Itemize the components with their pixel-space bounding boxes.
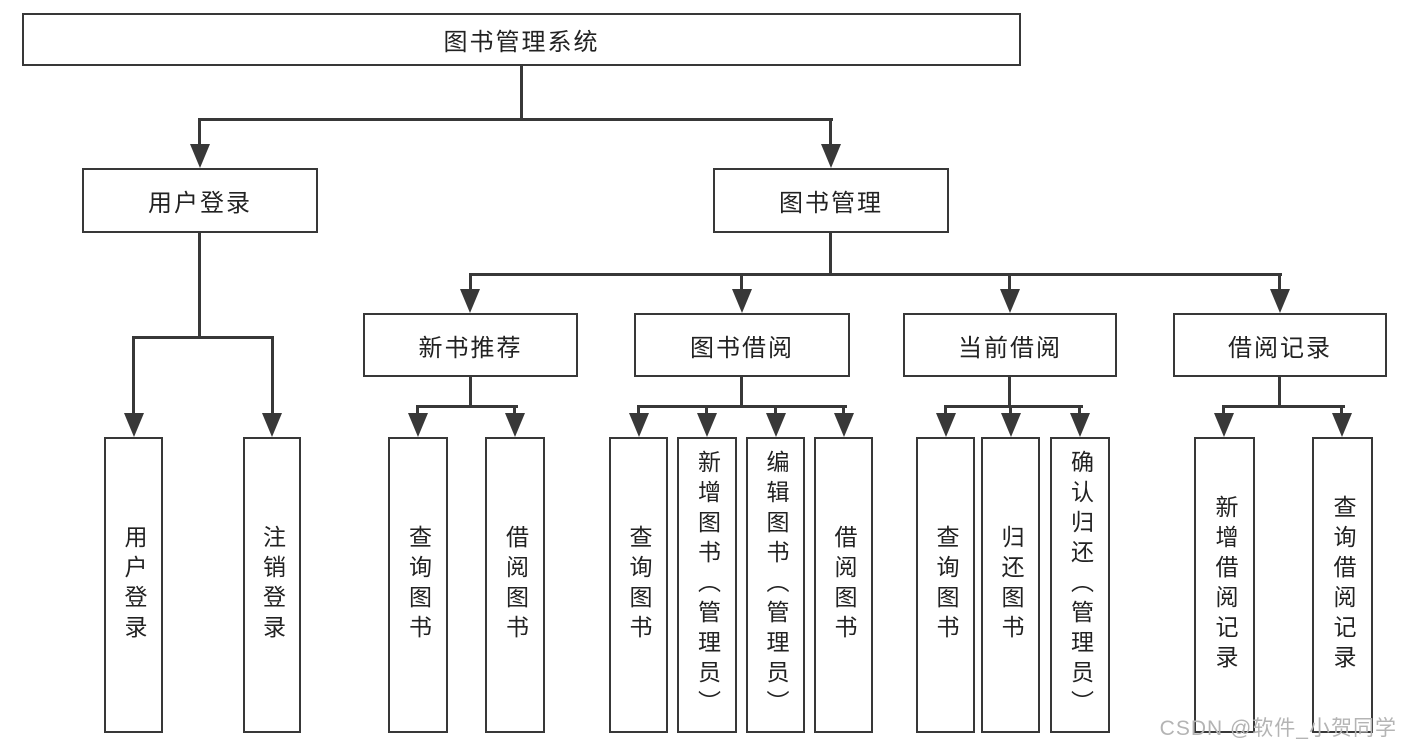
node-label: 用户登录 bbox=[148, 190, 252, 217]
node-book-borrowing: 图书借阅 bbox=[634, 313, 850, 377]
connector-line bbox=[637, 405, 847, 408]
connector-line bbox=[1222, 405, 1225, 417]
arrowhead-down bbox=[766, 413, 786, 437]
connector-line bbox=[1278, 377, 1281, 405]
arrowhead-down bbox=[190, 144, 210, 168]
leaf-edit-books-admin: 编辑图书（管理员） bbox=[746, 437, 805, 733]
node-label: 确认归还（管理员） bbox=[1067, 450, 1094, 720]
connector-line bbox=[513, 405, 516, 417]
connector-line bbox=[1008, 377, 1011, 405]
node-label: 图书管理系统 bbox=[443, 29, 600, 56]
node-new-book-recommend: 新书推荐 bbox=[363, 313, 578, 377]
connector-line bbox=[520, 66, 523, 118]
leaf-user-login: 用户登录 bbox=[104, 437, 163, 733]
connector-line bbox=[829, 118, 832, 148]
node-label: 编辑图书（管理员） bbox=[763, 450, 789, 720]
node-label: 归还图书 bbox=[998, 525, 1024, 645]
node-current-borrowing: 当前借阅 bbox=[903, 313, 1117, 377]
connector-line bbox=[774, 405, 777, 417]
arrowhead-down bbox=[1332, 413, 1352, 437]
leaf-confirm-return-admin: 确认归还（管理员） bbox=[1050, 437, 1110, 733]
arrowhead-down bbox=[936, 413, 956, 437]
connector-line bbox=[198, 118, 201, 148]
connector-line bbox=[829, 233, 832, 273]
node-label: 图书管理 bbox=[779, 190, 883, 217]
leaf-query-borrow-record: 查询借阅记录 bbox=[1312, 437, 1373, 733]
leaf-borrow-books-recommend: 借阅图书 bbox=[485, 437, 545, 733]
leaf-query-books-current: 查询图书 bbox=[916, 437, 975, 733]
connector-line bbox=[637, 405, 640, 417]
node-label: 查询图书 bbox=[405, 525, 432, 645]
leaf-query-books-recommend: 查询图书 bbox=[388, 437, 448, 733]
leaf-logout: 注销登录 bbox=[243, 437, 301, 733]
connector-line bbox=[944, 405, 1083, 408]
connector-line bbox=[1278, 273, 1281, 292]
arrowhead-down bbox=[834, 413, 854, 437]
connector-line bbox=[1009, 405, 1012, 417]
leaf-return-books: 归还图书 bbox=[981, 437, 1040, 733]
leaf-query-books-borrowing: 查询图书 bbox=[609, 437, 668, 733]
node-label: 图书借阅 bbox=[690, 334, 794, 362]
arrowhead-down bbox=[460, 289, 480, 313]
connector-line bbox=[740, 377, 743, 405]
node-label: 当前借阅 bbox=[958, 334, 1062, 362]
node-label: 查询借阅记录 bbox=[1330, 495, 1356, 675]
node-label: 借阅图书 bbox=[831, 525, 857, 645]
connector-line bbox=[469, 273, 1282, 276]
connector-line bbox=[416, 405, 419, 417]
arrowhead-down bbox=[505, 413, 525, 437]
connector-line bbox=[469, 377, 472, 405]
connector-line bbox=[1222, 405, 1345, 408]
connector-line bbox=[842, 405, 845, 417]
connector-line bbox=[198, 233, 201, 336]
node-root-library-system: 图书管理系统 bbox=[22, 13, 1021, 66]
arrowhead-down bbox=[1214, 413, 1234, 437]
arrowhead-down bbox=[1270, 289, 1290, 313]
connector-line bbox=[740, 273, 743, 292]
arrowhead-down bbox=[1000, 289, 1020, 313]
leaf-add-borrow-record: 新增借阅记录 bbox=[1194, 437, 1255, 733]
connector-line bbox=[1078, 405, 1081, 417]
arrowhead-down bbox=[1001, 413, 1021, 437]
arrowhead-down bbox=[732, 289, 752, 313]
node-user-login: 用户登录 bbox=[82, 168, 318, 233]
node-label: 新书推荐 bbox=[418, 334, 523, 362]
node-label: 借阅记录 bbox=[1228, 334, 1332, 362]
leaf-add-books-admin: 新增图书（管理员） bbox=[677, 437, 737, 733]
arrowhead-down bbox=[1070, 413, 1090, 437]
connector-line bbox=[1008, 273, 1011, 292]
connector-line bbox=[198, 118, 833, 121]
node-borrowing-records: 借阅记录 bbox=[1173, 313, 1387, 377]
node-label: 新增图书（管理员） bbox=[694, 450, 721, 720]
arrowhead-down bbox=[262, 413, 282, 437]
arrowhead-down bbox=[697, 413, 717, 437]
node-label: 注销登录 bbox=[259, 525, 286, 645]
node-label: 查询图书 bbox=[626, 525, 652, 645]
connector-line bbox=[416, 405, 518, 408]
connector-line bbox=[705, 405, 708, 417]
arrowhead-down bbox=[408, 413, 428, 437]
connector-line bbox=[132, 336, 274, 339]
node-label: 用户登录 bbox=[121, 525, 147, 645]
node-book-management: 图书管理 bbox=[713, 168, 949, 233]
arrowhead-down bbox=[124, 413, 144, 437]
node-label: 借阅图书 bbox=[502, 525, 529, 645]
csdn-watermark: CSDN @软件_小贺同学 bbox=[1159, 717, 1397, 740]
node-label: 新增借阅记录 bbox=[1212, 495, 1238, 675]
leaf-borrow-books-borrowing: 借阅图书 bbox=[814, 437, 873, 733]
arrowhead-down bbox=[821, 144, 841, 168]
arrowhead-down bbox=[629, 413, 649, 437]
connector-line bbox=[1340, 405, 1343, 417]
connector-line bbox=[944, 405, 947, 417]
node-label: 查询图书 bbox=[933, 525, 959, 645]
connector-line bbox=[469, 273, 472, 292]
connector-line bbox=[132, 336, 135, 417]
connector-line bbox=[271, 336, 274, 417]
